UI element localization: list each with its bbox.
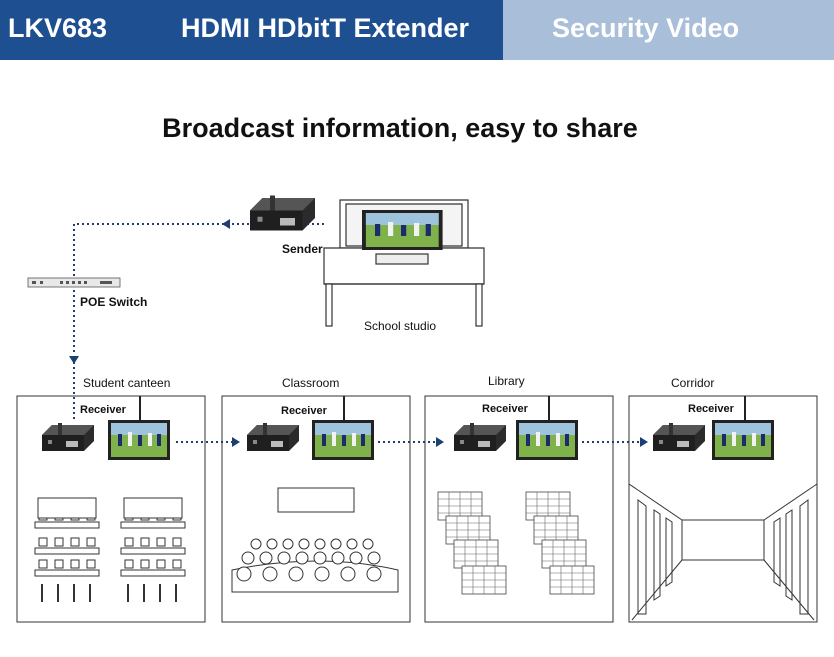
room-monitor-icon-3 [516, 420, 578, 460]
header-banner: LKV683 HDMI HDbitT Extender Security Vid… [0, 0, 834, 60]
school-studio-label: School studio [364, 319, 437, 333]
category-label: Security Video [552, 13, 740, 43]
receiver-label-3: Receiver [482, 403, 528, 415]
poe-switch-label: POE Switch [80, 295, 148, 309]
room-monitor-icon-1 [108, 420, 170, 460]
corridor-perspective-icon [628, 483, 818, 621]
room-label-library: Library [488, 374, 525, 388]
receiver-device-icon-3 [454, 423, 506, 451]
headline: Broadcast information, easy to share [162, 113, 638, 143]
receiver-device-icon-2 [247, 423, 299, 451]
room-box-corridor [628, 395, 818, 623]
canteen-furniture-icon [34, 497, 186, 602]
room-label-classroom: Classroom [282, 376, 340, 390]
link-sender-to-switch [73, 223, 224, 276]
studio-screen-icon [362, 210, 443, 250]
room-box-canteen [16, 395, 206, 623]
room-box-classroom [221, 395, 411, 623]
arrow-to-sender [222, 219, 230, 229]
receiver-label-1: Receiver [80, 404, 126, 416]
model-number: LKV683 [8, 13, 108, 43]
room-monitor-icon-2 [312, 420, 374, 460]
room-label-corridor: Corridor [671, 376, 715, 390]
receiver-label-2: Receiver [281, 405, 327, 417]
room-label-canteen: Student canteen [83, 376, 171, 390]
room-box-library [424, 395, 614, 623]
room-monitor-icon-4 [712, 420, 774, 460]
arrow-to-room2 [232, 437, 240, 447]
sender-device-icon [250, 195, 315, 231]
receiver-device-icon-1 [42, 423, 94, 451]
classroom-seating-icon [231, 487, 399, 593]
arrow-to-room1 [69, 356, 79, 364]
arrow-to-room4 [640, 437, 648, 447]
poe-switch-icon [27, 277, 121, 288]
receiver-label-4: Receiver [688, 403, 734, 415]
header-right-panel [503, 0, 834, 60]
receiver-device-icon-4 [653, 423, 705, 451]
library-shelves-icon [437, 491, 595, 595]
product-name: HDMI HDbitT Extender [181, 13, 470, 43]
header-left-panel [0, 0, 503, 60]
arrow-to-room3 [436, 437, 444, 447]
sender-label: Sender [282, 242, 323, 256]
